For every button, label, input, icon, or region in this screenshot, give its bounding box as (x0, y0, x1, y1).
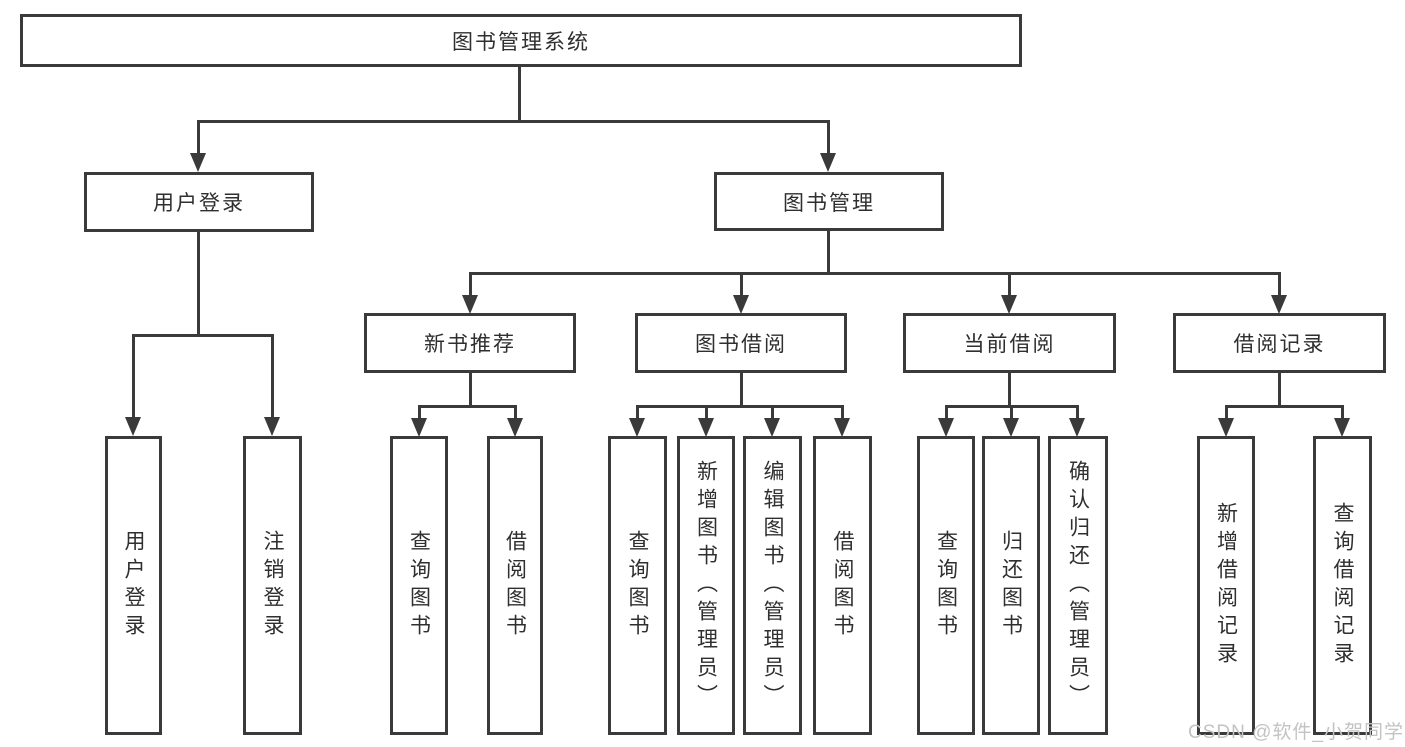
arrow-down (938, 418, 954, 437)
connector-line (1008, 371, 1011, 408)
arrow-down (1069, 418, 1085, 437)
connector-line (514, 405, 517, 421)
connector-line (469, 272, 472, 298)
arrow-down (264, 417, 280, 436)
connector-line (1076, 405, 1079, 421)
connector-line (636, 405, 843, 408)
leaf-records-add-record: 新增借阅记录 (1197, 436, 1255, 735)
node-user-login: 用户登录 (84, 172, 314, 232)
leaf-current-confirm-return-admin: 确认归还（管理员） (1048, 436, 1108, 735)
leaf-borrow-edit-books-admin: 编辑图书（管理员） (743, 436, 802, 735)
connector-line (1278, 272, 1281, 298)
connector-line (197, 120, 830, 123)
leaf-recommend-borrow-books: 借阅图书 (487, 436, 543, 735)
connector-line (841, 405, 844, 421)
leaf-records-query-record: 查询借阅记录 (1313, 436, 1372, 735)
arrow-down (1003, 418, 1019, 437)
arrow-down (411, 418, 427, 437)
arrow-down (125, 417, 141, 436)
arrow-down (764, 418, 780, 437)
leaf-borrow-query-books: 查询图书 (608, 436, 667, 735)
arrow-down (1334, 418, 1350, 437)
arrow-down (733, 295, 749, 314)
connector-line (132, 334, 135, 420)
connector-line (1278, 371, 1281, 408)
connector-line (827, 229, 830, 275)
connector-line (1010, 405, 1013, 421)
leaf-current-query-books: 查询图书 (917, 436, 975, 735)
connector-line (740, 371, 743, 408)
connector-line (1341, 405, 1344, 421)
leaf-recommend-query-books: 查询图书 (390, 436, 448, 735)
connector-line (945, 405, 948, 421)
connector-line (418, 405, 517, 408)
arrow-down (1218, 418, 1234, 437)
connector-line (518, 67, 521, 122)
arrow-down (698, 418, 714, 437)
leaf-logout-login: 注销登录 (243, 436, 302, 735)
arrow-down (462, 295, 478, 314)
arrow-down (629, 418, 645, 437)
node-root: 图书管理系统 (20, 14, 1022, 67)
node-borrow-records: 借阅记录 (1173, 313, 1386, 373)
arrow-down (820, 153, 836, 172)
watermark: CSDN @软件_小贺同学 (1188, 722, 1404, 743)
connector-line (469, 272, 1281, 275)
connector-line (1225, 405, 1228, 421)
arrow-down (190, 153, 206, 172)
leaf-current-return-books: 归还图书 (982, 436, 1040, 735)
leaf-user-login: 用户登录 (105, 436, 162, 735)
node-book-mgmt: 图书管理 (714, 172, 944, 231)
node-book-borrow: 图书借阅 (635, 313, 847, 373)
connector-line (1225, 405, 1343, 408)
node-current-borrow: 当前借阅 (903, 313, 1116, 373)
arrow-down (834, 418, 850, 437)
connector-line (132, 334, 274, 337)
connector-line (197, 230, 200, 336)
connector-line (469, 371, 472, 408)
connector-line (740, 272, 743, 298)
node-new-book-recommend: 新书推荐 (364, 313, 576, 373)
connector-line (705, 405, 708, 421)
arrow-down (1001, 295, 1017, 314)
leaf-borrow-borrow-books: 借阅图书 (813, 436, 872, 735)
connector-line (1008, 272, 1011, 298)
arrow-down (1271, 295, 1287, 314)
connector-line (197, 120, 200, 156)
connector-line (827, 120, 830, 156)
arrow-down (507, 418, 523, 437)
connector-line (636, 405, 639, 421)
leaf-borrow-add-books-admin: 新增图书（管理员） (677, 436, 735, 735)
connector-line (271, 334, 274, 420)
connector-line (771, 405, 774, 421)
connector-line (418, 405, 421, 421)
